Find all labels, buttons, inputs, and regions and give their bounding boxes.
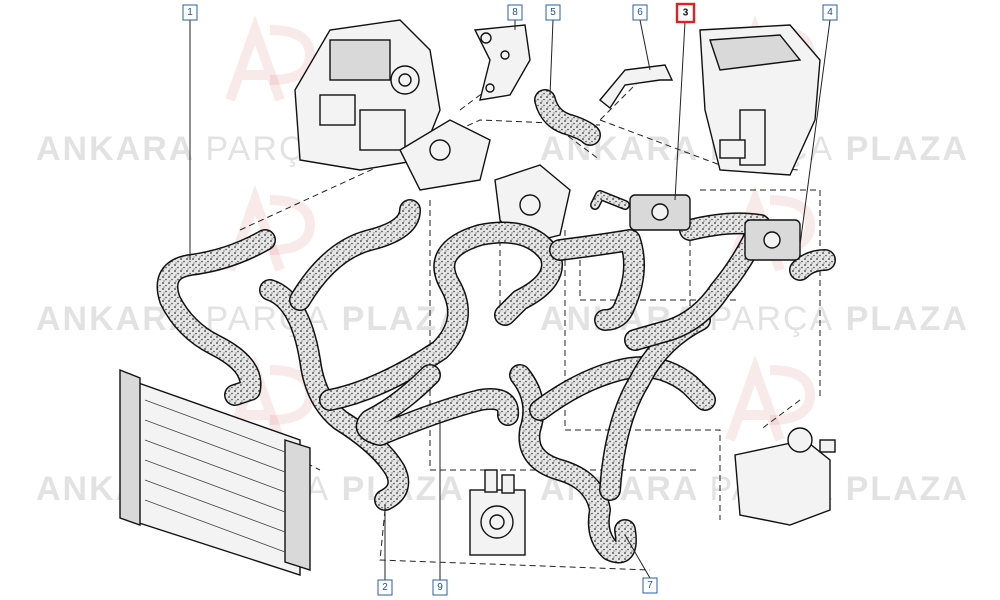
hose-4 [789,249,836,281]
callout-label: 4 [827,7,833,18]
hose-group [156,89,836,564]
callout-label: 9 [437,582,443,593]
engine-block [294,19,491,191]
watermark-text: ANKARA PARÇA [36,130,330,168]
callout-4[interactable]: 4 [822,4,838,21]
watermark-logo [225,15,316,102]
hose-3 [549,229,645,331]
callout-label: 2 [382,582,388,593]
callout-6[interactable]: 6 [632,4,648,21]
callout-label: 7 [647,580,653,591]
hose-5 [534,89,601,146]
assembly-dashed-lines [239,79,821,571]
heater-valve-4 [744,219,801,261]
oil-cooler [469,469,526,556]
callout-label: 8 [512,7,518,18]
watermark-text: ANKARA PARÇA PLAZA [36,300,465,338]
hose-2 [259,279,410,511]
heater-box [699,24,821,176]
callout-7[interactable]: 7 [642,577,658,594]
callout-5[interactable]: 5 [545,4,561,21]
radiator [119,368,311,576]
bracket-part-8 [473,24,531,101]
bracket-part-6 [599,64,674,110]
callout-8[interactable]: 8 [507,4,523,21]
hose-heater-return [624,212,771,351]
watermark-logo [725,355,816,442]
hose-9 [355,364,520,446]
hose-7 [509,364,637,564]
callout-label: 6 [637,7,643,18]
expansion-tank [734,427,836,526]
hose-right-loop [529,356,716,421]
callout-label: 5 [550,7,556,18]
callout-3[interactable]: 3 [675,2,696,24]
callout-leaders [189,19,831,580]
callout-label: 1 [187,7,193,18]
callout-label: 3 [683,8,689,19]
hose-upper-loop [319,221,563,411]
pipe-6 [590,190,630,210]
hose-main [289,199,421,311]
hose-1 [156,229,276,406]
callout-2[interactable]: 2 [377,579,393,596]
callout-9[interactable]: 9 [432,579,448,596]
callout-1[interactable]: 1 [182,4,198,21]
heater-valve-3 [629,194,691,231]
